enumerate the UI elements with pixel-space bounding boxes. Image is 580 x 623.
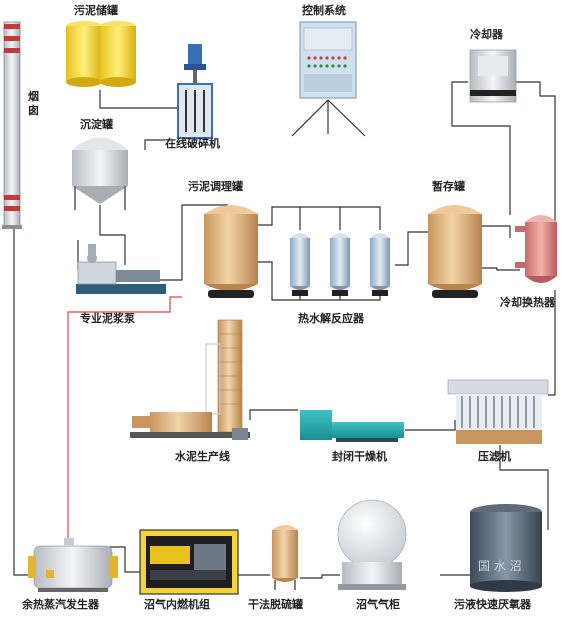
waste-heat-steam-generator	[28, 538, 118, 592]
label-temp-storage: 暂存罐	[432, 179, 465, 193]
label-cooling-hx: 冷却换热器	[500, 295, 556, 309]
label-anaerobic: 污液快速厌氧器	[454, 597, 532, 611]
filter-press	[447, 379, 549, 444]
pipe-network	[13, 81, 556, 579]
cooler	[469, 49, 517, 103]
enclosed-dryer	[300, 410, 404, 442]
biogas-holder	[337, 499, 407, 590]
label-pump: 专业泥浆泵	[80, 311, 135, 325]
label-control: 控制系统	[302, 3, 346, 17]
label-settling: 沉淀罐	[80, 117, 113, 131]
label-crusher: 在线破碎机	[165, 136, 220, 150]
chimney-label-2: 囱	[28, 103, 39, 117]
label-dryer: 封闭干燥机	[332, 449, 387, 463]
cooling-heat-exchanger	[515, 215, 557, 283]
hydrolysis-reactors	[290, 233, 390, 296]
label-gasholder: 沼气气柜	[356, 597, 400, 611]
online-crusher	[177, 44, 213, 139]
label-sludge-tank: 污泥储罐	[74, 3, 118, 17]
chimney	[2, 21, 22, 229]
cement-line	[130, 319, 250, 440]
watermark: 国 水 沼	[478, 559, 522, 573]
settling-tank	[72, 137, 128, 210]
label-press: 压滤机	[478, 449, 511, 463]
label-cement: 水泥生产线	[175, 449, 230, 463]
label-genset: 沼气内燃机组	[144, 597, 210, 611]
label-reactor: 热水解反应器	[298, 311, 365, 325]
temp-storage-tank	[428, 205, 482, 298]
sludge-storage-tanks	[66, 21, 136, 87]
slurry-pump	[76, 244, 166, 294]
desulfurization-tank	[272, 525, 298, 590]
biogas-genset	[139, 529, 239, 595]
label-cooler: 冷却器	[470, 27, 504, 41]
label-conditioning: 污泥调理罐	[188, 179, 243, 193]
chimney-label-1: 烟	[28, 89, 39, 103]
control-cabinet	[299, 21, 357, 99]
conditioning-tank	[204, 205, 258, 298]
label-boiler: 余热蒸汽发生器	[21, 597, 100, 611]
label-desulf: 干法脱硫罐	[248, 597, 303, 611]
anaerobic-reactor: 国 水 沼	[470, 504, 542, 592]
